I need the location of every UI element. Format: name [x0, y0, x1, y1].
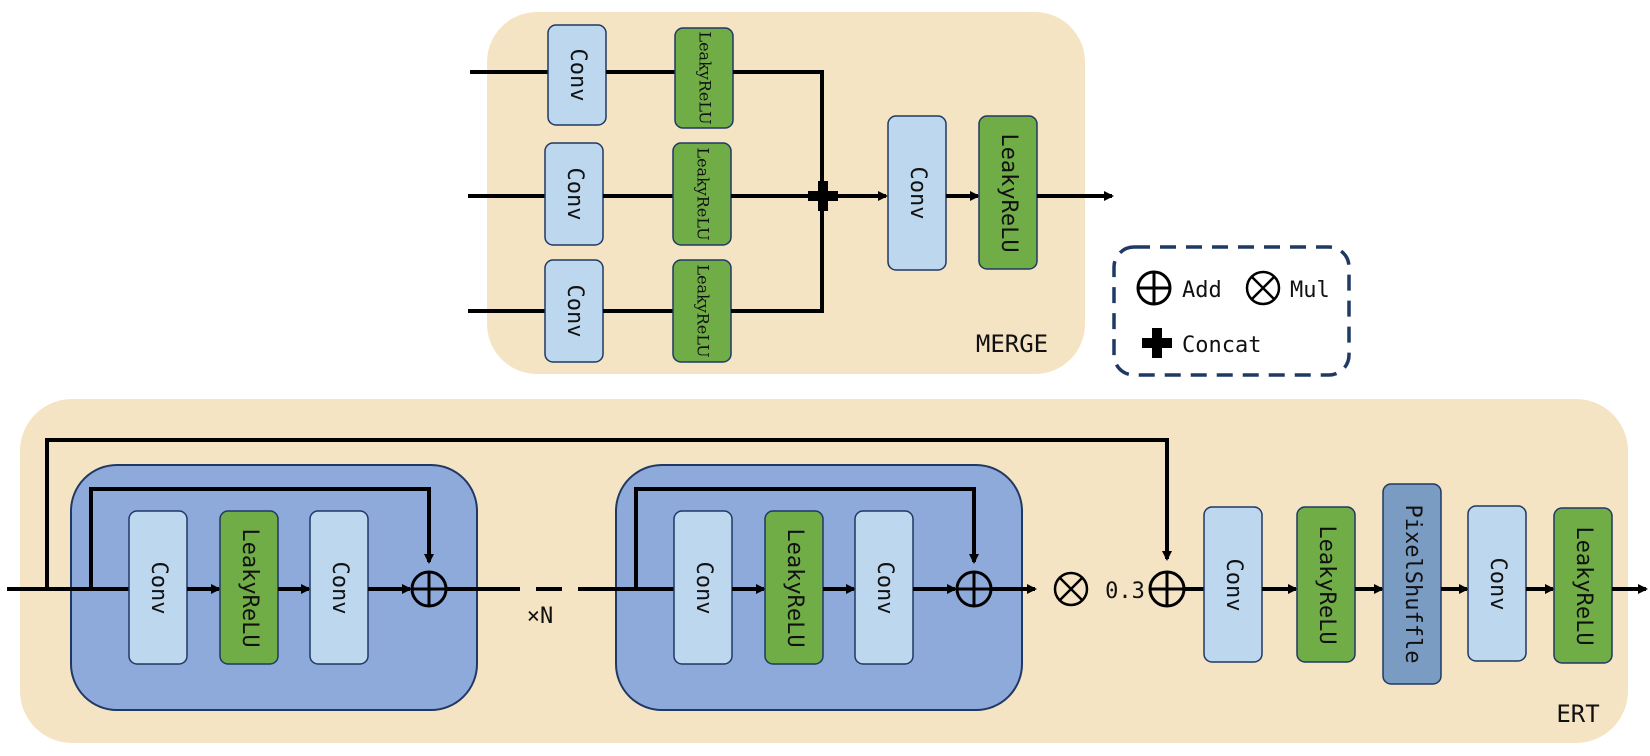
- merge-branch-3-act-label: LeakyReLU: [694, 264, 713, 357]
- legend-border: [1112, 245, 1351, 377]
- merge-branch-1-act-label: LeakyReLU: [696, 31, 715, 124]
- tail-conv2-block: [1467, 505, 1527, 662]
- legend: Add Mul Concat: [1112, 245, 1351, 377]
- merge-branch-3-conv-label: Conv: [562, 285, 587, 338]
- merge-branch-2-act-label: LeakyReLU: [694, 147, 713, 240]
- ert-panel: Conv LeakyReLU Conv ×N Conv LeakyReLU Co…: [7, 399, 1648, 743]
- add-icon: [1136, 270, 1172, 306]
- tail-pixelshuffle-label: PixelShuffle: [1400, 505, 1425, 664]
- repeat-label: ×N: [527, 604, 554, 629]
- mul-icon: [1245, 270, 1281, 306]
- merge-panel-bg: [487, 12, 1085, 374]
- res-block-2-conv1-label: Conv: [691, 562, 716, 615]
- tail-act1-block: [1296, 506, 1356, 663]
- res-block-1-add-icon: [410, 570, 448, 608]
- merge-branch-1-conv-label: Conv: [565, 49, 590, 102]
- tail-act2-block: [1553, 507, 1613, 664]
- merge-link-3b: [731, 196, 824, 313]
- tail-act2-label: LeakyReLU: [1571, 526, 1596, 645]
- merge-panel: Conv LeakyReLU Conv LeakyReLU Conv Leaky…: [468, 12, 1114, 374]
- res-block-1-skip: [89, 487, 434, 589]
- res-block-2-skip: [634, 487, 979, 589]
- legend-mul-label: Mul: [1290, 278, 1330, 303]
- scale-label: 0.3: [1105, 579, 1145, 604]
- tail-conv1-block: [1203, 506, 1263, 663]
- res-block-2-add-icon: [955, 570, 993, 608]
- merge-title: MERGE: [976, 330, 1048, 358]
- ert-title: ERT: [1556, 700, 1599, 728]
- tail-pixelshuffle-block: [1382, 483, 1442, 685]
- merge-branch-1-act-block: [674, 27, 734, 129]
- merge-branch-1-conv-block: [547, 24, 607, 126]
- merge-output-conv-label: Conv: [905, 167, 930, 220]
- merge-branch-2-conv-label: Conv: [562, 168, 587, 221]
- legend-concat-label: Concat: [1182, 333, 1261, 358]
- tail-conv1-label: Conv: [1221, 559, 1246, 612]
- global-skip-connection: [45, 438, 1172, 589]
- res-block-1-conv1-label: Conv: [146, 562, 171, 615]
- res-block-1-act-label: LeakyReLU: [237, 528, 262, 647]
- tail-conv2-label: Conv: [1485, 558, 1510, 611]
- res-block-1-conv2-label: Conv: [327, 562, 352, 615]
- merge-concat-icon: [808, 181, 838, 211]
- merge-output-act-label: LeakyReLU: [996, 133, 1021, 252]
- concat-icon: [1142, 328, 1172, 358]
- ert-mul-icon: [1053, 571, 1089, 607]
- merge-link-1b: [733, 70, 824, 196]
- legend-add-label: Add: [1182, 278, 1222, 303]
- tail-act1-label: LeakyReLU: [1314, 525, 1339, 644]
- merge-output-conv-block: [887, 115, 947, 271]
- ert-add-icon: [1148, 570, 1186, 608]
- merge-output-act-block: [978, 115, 1038, 270]
- res-block-2-conv2-label: Conv: [872, 562, 897, 615]
- res-block-2-act-label: LeakyReLU: [782, 528, 807, 647]
